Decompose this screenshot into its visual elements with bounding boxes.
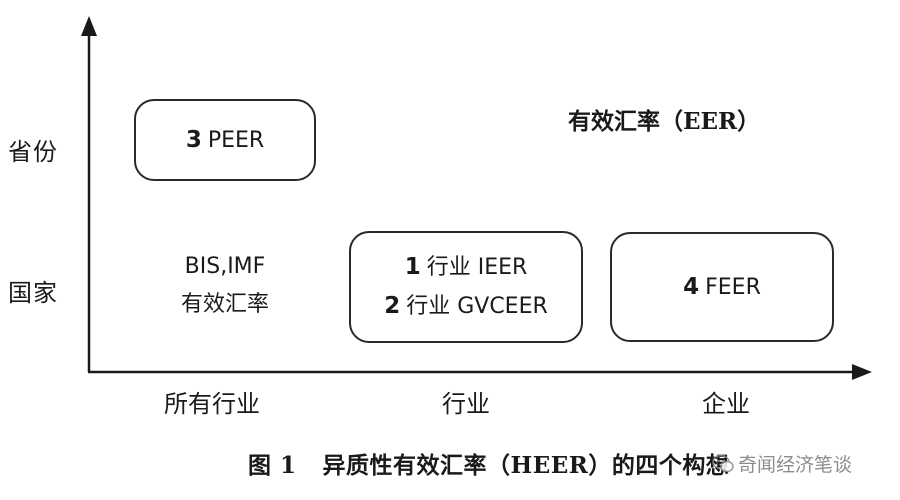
x-label-enterprise: 企业: [702, 390, 750, 418]
feer-text: FEER: [705, 274, 761, 300]
figure-number: 图 1: [248, 452, 297, 479]
x-label-all-industries: 所有行业: [164, 390, 260, 418]
feer-number: 4: [683, 273, 700, 300]
gvceer-text: 行业 GVCEER: [406, 294, 548, 319]
watermark: 奇闻经济笔谈: [712, 450, 852, 477]
gvceer-number: 2: [384, 293, 401, 319]
y-label-province: 省份: [8, 138, 58, 166]
y-label-country: 国家: [8, 279, 58, 307]
x-axis-arrow: [852, 364, 872, 380]
figure-caption: 图 1 异质性有效汇率（HEER）的四个构想: [248, 446, 729, 480]
y-axis-arrow: [81, 16, 97, 36]
ieer-text: 行业 IEER: [426, 255, 528, 280]
bis-imf-line2: 有效汇率: [180, 292, 269, 317]
bis-imf-cell: BIS,IMF 有效汇率: [134, 241, 316, 331]
figure-caption-text: 异质性有效汇率（HEER）的四个构想: [322, 452, 730, 479]
peer-text: PEER: [207, 127, 265, 153]
peer-number: 3: [185, 126, 202, 153]
x-label-industry: 行业: [442, 390, 490, 418]
watermark-text: 奇闻经济笔谈: [738, 454, 853, 476]
bis-imf-line1: BIS,IMF: [184, 254, 266, 279]
eer-title: 有效汇率（EER）: [568, 108, 761, 135]
ieer-number: 1: [404, 254, 421, 280]
wechat-icon: [712, 454, 734, 472]
